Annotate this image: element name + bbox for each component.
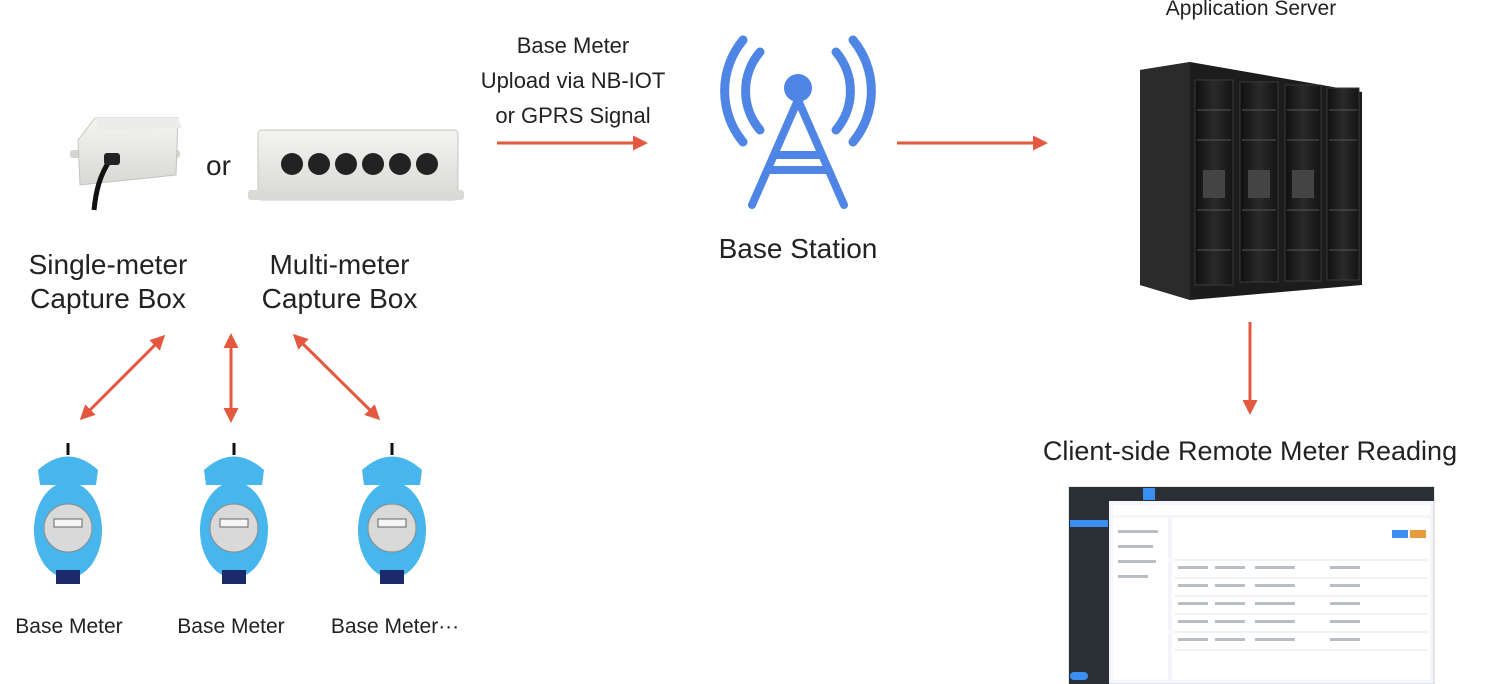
water-meter-image xyxy=(358,443,426,584)
upload-label: Base Meter Upload via NB-IOT or GPRS Sig… xyxy=(455,28,691,133)
meter-label-2: Base Meter xyxy=(177,615,285,638)
meter-label-1: Base Meter xyxy=(15,615,123,638)
application-server-label: Application Server xyxy=(1165,0,1337,20)
multi-box-line1: Multi-meter xyxy=(269,249,410,280)
water-meter-image xyxy=(34,443,102,584)
meter-label-3: Base Meter··· xyxy=(330,615,460,638)
multi-meter-box-label: Multi-meter Capture Box xyxy=(238,248,441,316)
multi-meter-box-image xyxy=(248,129,464,201)
single-box-line2: Capture Box xyxy=(30,283,186,314)
single-meter-box-image xyxy=(70,117,182,211)
single-box-line1: Single-meter xyxy=(28,249,188,280)
client-software-screenshot xyxy=(1068,486,1435,684)
multi-box-line2: Capture Box xyxy=(261,283,418,314)
upload-line1: Base Meter xyxy=(516,33,630,58)
or-label: or xyxy=(206,150,231,181)
arrow-meter1-to-single-box xyxy=(79,334,166,421)
base-station-label: Base Station xyxy=(718,233,878,264)
single-meter-box-label: Single-meter Capture Box xyxy=(8,248,208,316)
upload-line2: Upload via NB-IOT xyxy=(480,68,666,93)
server-rack-image xyxy=(1140,62,1362,300)
water-meter-image xyxy=(200,443,268,584)
base-station-icon xyxy=(720,35,876,209)
upload-line3: or GPRS Signal xyxy=(495,103,651,128)
arrow-meter3-to-multi-box xyxy=(292,333,381,421)
client-label: Client-side Remote Meter Reading xyxy=(1042,436,1458,466)
